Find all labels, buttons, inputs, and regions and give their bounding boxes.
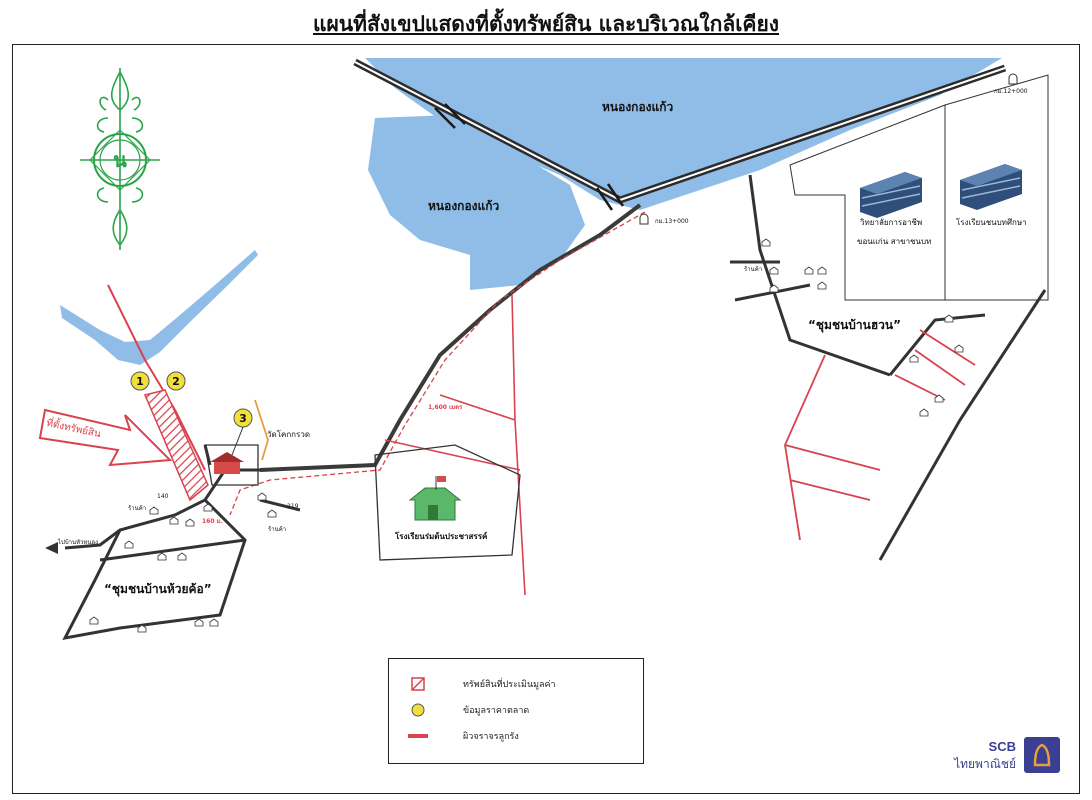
school-icon — [408, 476, 462, 521]
east-road-2 — [878, 289, 1047, 561]
legend-label-laterite: ผิวจราจรลูกรัง — [463, 732, 519, 742]
school-boundary — [374, 444, 521, 561]
pond-label-1: หนองกองแก้ว — [602, 100, 674, 114]
road-arrow-west — [45, 542, 58, 554]
temple-icon — [210, 452, 244, 474]
west-roads — [62, 444, 301, 641]
community-west-label: “ชุมชนบ้านห้วยค้อ” — [104, 582, 212, 596]
shop-label-2: ร้านค้า — [268, 526, 287, 533]
college-label-line2: ขอนแก่น สาขาชนบท — [857, 237, 932, 246]
laterite-road-west — [107, 284, 206, 471]
legend-item-laterite: ผิวจราจรลูกรัง — [407, 727, 519, 745]
school-building-icon — [960, 164, 1022, 210]
distance-line — [229, 211, 646, 516]
pond-large — [365, 58, 1002, 210]
east-laterite — [784, 329, 976, 541]
logo-name: ไทยพาณิชย์ — [954, 757, 1016, 771]
bridge-2 — [595, 183, 625, 211]
temple-plot — [204, 444, 259, 486]
legend: ทรัพย์สินที่ประเมินมูลค่า ข้อมูลราคาตลาด… — [388, 658, 644, 764]
east-road-1 — [730, 174, 986, 377]
legend-label-market-data: ข้อมูลราคาตลาด — [463, 706, 530, 716]
legend-item-market-data: ข้อมูลราคาตลาด — [407, 701, 529, 719]
shop-label-1: ร้านค้า — [128, 505, 147, 512]
red-line-icon — [407, 728, 429, 744]
compass-icon — [80, 68, 160, 250]
college-building-icon — [860, 172, 922, 218]
school-primary-label: โรงเรียนร่มต้นประชาสรรค์ — [395, 532, 488, 541]
km-marker-icon-2 — [639, 213, 649, 225]
pond-west — [368, 115, 585, 290]
number-label-140: 140 — [157, 493, 169, 500]
road-destination-label: ไปบ้านหัวหนอง — [58, 539, 99, 546]
stream-nw — [60, 250, 258, 365]
map-frame — [12, 44, 1080, 794]
legend-label-property: ทรัพย์สินที่ประเมินมูลค่า — [463, 680, 556, 690]
marker-1: 1 — [130, 371, 150, 391]
secondary-school-label: โรงเรียนชนบทศึกษา — [956, 218, 1027, 227]
bridge-1 — [434, 103, 466, 129]
temple-boundary — [254, 399, 269, 461]
km-marker-icon-1 — [1008, 73, 1018, 85]
svg-text:1: 1 — [136, 375, 144, 388]
svg-text:3: 3 — [239, 412, 247, 425]
compass-letter: น — [113, 148, 127, 172]
paved-road — [259, 203, 642, 472]
number-label-219: 219 — [287, 503, 299, 510]
logo-brand: SCB — [988, 739, 1016, 754]
community-east-label: “ชุมชนบ้านฮวน” — [808, 318, 901, 332]
yellow-circle-icon — [407, 702, 429, 718]
scb-logo: SCB ไทยพาณิชย์ — [952, 735, 1064, 777]
svg-text:2: 2 — [172, 375, 180, 388]
distance-label-2: 160 ม. — [202, 518, 223, 525]
houses — [89, 238, 964, 633]
college-label: วิทยาลัยการอาชีพ — [860, 218, 923, 227]
temple-label: วัดโคกกรวด — [267, 430, 311, 439]
scb-emblem-icon — [1024, 737, 1060, 773]
marker-3: 3 — [231, 408, 253, 456]
property-callout-arrow — [38, 408, 173, 467]
secondary-campus — [944, 74, 1049, 301]
property-parcel — [143, 389, 209, 502]
legend-item-property: ทรัพย์สินที่ประเมินมูลค่า — [407, 675, 556, 693]
hatched-square-icon — [407, 676, 429, 692]
pond-label-2: หนองกองแก้ว — [428, 199, 500, 213]
marker-2: 2 — [166, 371, 186, 391]
km-marker-label-1: กม.12+000 — [994, 88, 1028, 95]
distance-label-1: 1,600 เมตร — [428, 404, 463, 411]
km-marker-label-2: กม.13+000 — [655, 218, 689, 225]
page-title: แผนที่สังเขปแสดงที่ตั้งทรัพย์สิน และบริเ… — [312, 12, 780, 36]
shop-label-3: ร้านค้า — [744, 266, 763, 273]
